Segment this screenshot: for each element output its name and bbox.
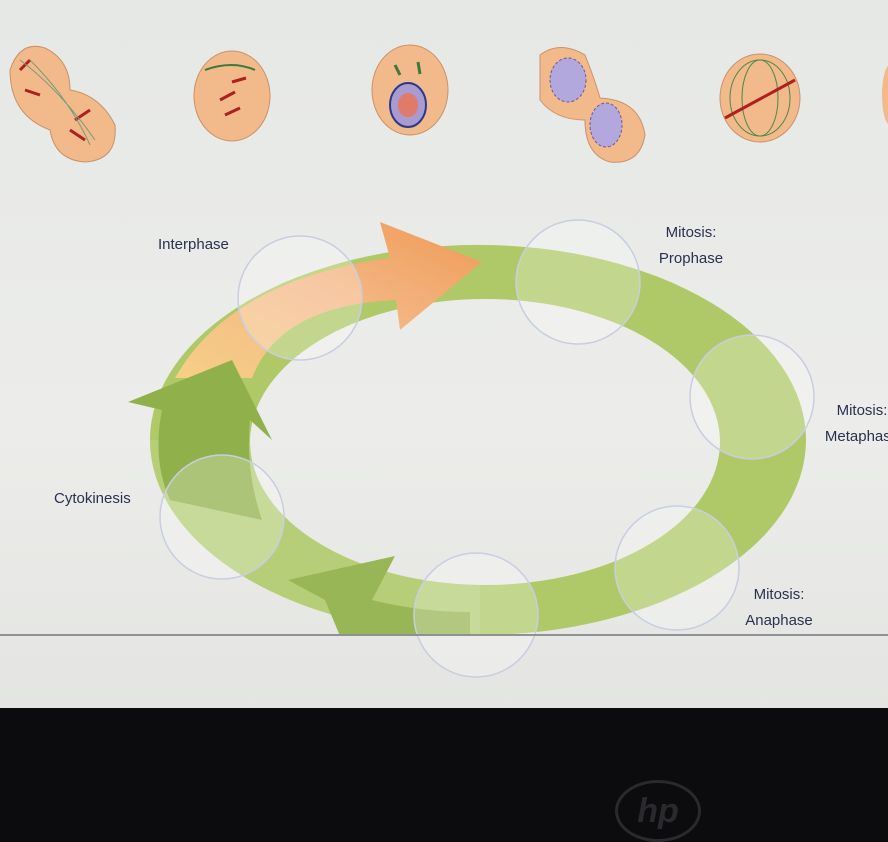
cell-partial-image [882,65,888,125]
label-metaphase-line1: Mitosis: [836,402,888,419]
interphase-arrow [175,222,482,378]
cytokinesis-arrow [128,360,272,520]
phase-circle-interphase [237,235,363,361]
label-anaphase: Mitosis: Anaphase [734,582,824,634]
phase-circle-anaphase [614,505,740,631]
divider [0,634,888,636]
label-prophase-line1: Mitosis: [665,224,717,241]
label-interphase: Interphase [158,236,229,253]
label-cytokinesis: Cytokinesis [54,490,131,507]
phase-circle-metaphase [689,334,815,460]
cell-prometaphase-image [193,50,271,142]
screen: Interphase Mitosis: Prophase Mitosis: Me… [0,0,888,708]
cell-interphase-image [371,44,449,136]
cell-cycle-diagram [9,44,888,678]
cell-telophase-image [9,45,116,163]
phase-circle-cytokinesis [159,454,285,580]
label-anaphase-line1: Mitosis: [753,586,805,603]
cell-cytokinesis-image [539,47,646,163]
hp-logo: hp [615,780,701,842]
label-metaphase: Mitosis: Metaphase [812,398,888,450]
label-anaphase-line2: Anaphase [745,612,813,629]
anaphase-return-arrow [288,556,470,636]
phase-circle-prophase [515,219,641,345]
label-prophase: Mitosis: Prophase [646,220,736,272]
label-prophase-line2: Prophase [658,250,724,267]
cycle-ring [149,244,807,636]
phase-circle-telophase [413,552,539,678]
cell-metaphase-image [719,53,801,143]
label-metaphase-line2: Metaphase [824,428,888,445]
